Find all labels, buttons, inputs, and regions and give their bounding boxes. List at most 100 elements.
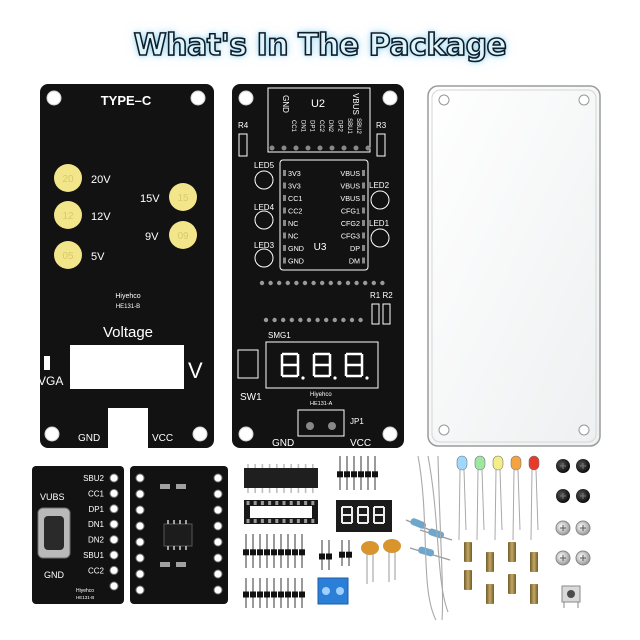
header-pad	[345, 280, 351, 286]
header-spacer	[358, 471, 364, 478]
socket-contact	[260, 501, 264, 505]
u2-pin-label: DP1	[309, 120, 315, 132]
small-ic-board	[130, 466, 228, 604]
usb-pin-hole	[109, 581, 119, 591]
display-window	[70, 345, 184, 389]
voltage-15v-label: 15V	[140, 193, 160, 205]
ic-board-hole	[213, 505, 223, 515]
usb-pin-label: DP1	[88, 505, 104, 514]
led5-label: LED5	[254, 161, 275, 170]
board-a-heading: TYPE–C	[101, 93, 152, 108]
board-b-vcc: VCC	[350, 438, 371, 449]
header-spacer	[299, 591, 305, 598]
screw-slot	[560, 555, 566, 561]
ceramic-capacitors	[361, 539, 401, 584]
socket-contact	[275, 519, 279, 523]
standoff	[464, 542, 472, 562]
led-leg	[530, 469, 539, 541]
u3-right-pin-label: VBUS	[340, 182, 360, 191]
voltage-title: Voltage	[103, 324, 153, 341]
socket-contact	[246, 501, 250, 505]
socket-contact	[304, 519, 308, 523]
header-pad	[341, 317, 346, 323]
ic-board-hole	[135, 553, 145, 563]
header-spacer	[351, 471, 357, 478]
u3-left-pad	[283, 195, 286, 201]
tactile-switch	[561, 585, 581, 608]
ic-board-hole	[213, 521, 223, 531]
u2-pin-label: DN1	[299, 120, 305, 133]
u3-left-pin-label: CC1	[288, 194, 302, 203]
led3-label: LED3	[254, 241, 275, 250]
screw-slot	[560, 463, 566, 469]
usb-label-gnd: GND	[44, 570, 65, 580]
usb-pin-label: DN2	[88, 536, 105, 545]
u3-left-pin-label: 3V3	[288, 169, 301, 178]
ic-board-hole	[213, 569, 223, 579]
u3-right-pad	[362, 195, 365, 201]
header-pad	[332, 317, 337, 323]
socket-contact	[296, 501, 300, 505]
r1-r2-label: R1 R2	[370, 291, 393, 300]
socket-contact	[282, 519, 286, 523]
socket-contact	[268, 501, 272, 505]
ic-board-hole	[213, 537, 223, 547]
ic-board-hole	[213, 585, 223, 595]
board-a-vcc: VCC	[152, 433, 173, 444]
u3-right-pin-label: CFG2	[341, 219, 360, 228]
header-spacer	[344, 471, 350, 478]
u3-left-pin-label: NC	[288, 232, 298, 241]
ic-board-hole	[213, 473, 223, 483]
u3-right-pin-label: CFG3	[341, 232, 360, 241]
led-leg	[458, 469, 467, 541]
socket-contact	[296, 519, 300, 523]
u3-left-pad	[283, 257, 286, 264]
acrylic-plate	[427, 85, 601, 447]
led	[474, 455, 486, 471]
header-spacer	[271, 549, 277, 556]
leds	[456, 455, 540, 541]
vga-label: VGA	[38, 374, 63, 388]
header-spacer	[319, 553, 325, 560]
header-pad	[268, 280, 273, 286]
socket-contact	[311, 519, 315, 523]
u3-pin-labels: 3V33V3CC1CC2NCNCGNDGNDVBUSVBUSVBUSCFG1CF…	[283, 169, 365, 266]
led	[492, 455, 504, 471]
usb-brand: Hiyehco	[76, 588, 94, 594]
ic-board-hole	[135, 505, 145, 515]
u3-right-pad	[362, 232, 365, 239]
u2-pin-label: DP2	[337, 120, 343, 132]
header-pad	[259, 280, 265, 286]
header-pad	[272, 317, 277, 323]
header-pad	[349, 317, 355, 323]
board-b-model: HE131-A	[310, 401, 333, 407]
socket-contact	[282, 501, 286, 505]
brass-standoffs	[464, 542, 538, 604]
socket-contact	[311, 501, 315, 505]
board-b-brand: Hiyehco	[310, 392, 332, 398]
standoff	[508, 542, 516, 562]
voltage-20v-label: 20V	[91, 174, 111, 186]
header-pad	[263, 317, 269, 323]
u3-left-pin-label: 3V3	[288, 182, 301, 191]
header-spacer	[292, 591, 298, 598]
u2-pin-label: DN2	[327, 120, 333, 133]
voltage-5v-label: 5V	[91, 251, 105, 263]
header-spacer	[257, 549, 263, 556]
header-spacer	[264, 549, 270, 556]
header-spacer	[243, 549, 249, 556]
usb-pin-hole	[109, 473, 119, 483]
screw-slot	[580, 493, 586, 499]
header-pad	[371, 280, 376, 286]
ic-board-hole	[135, 521, 145, 531]
board-a-brand: Hiyehco	[115, 293, 140, 300]
board-a-model: HE131-B	[116, 304, 140, 310]
standoff	[486, 584, 494, 604]
u3-right-pin-label: VBUS	[340, 194, 360, 203]
resistors	[405, 518, 453, 561]
header-pad	[324, 317, 329, 323]
u3-left-pin-label: GND	[288, 257, 304, 266]
